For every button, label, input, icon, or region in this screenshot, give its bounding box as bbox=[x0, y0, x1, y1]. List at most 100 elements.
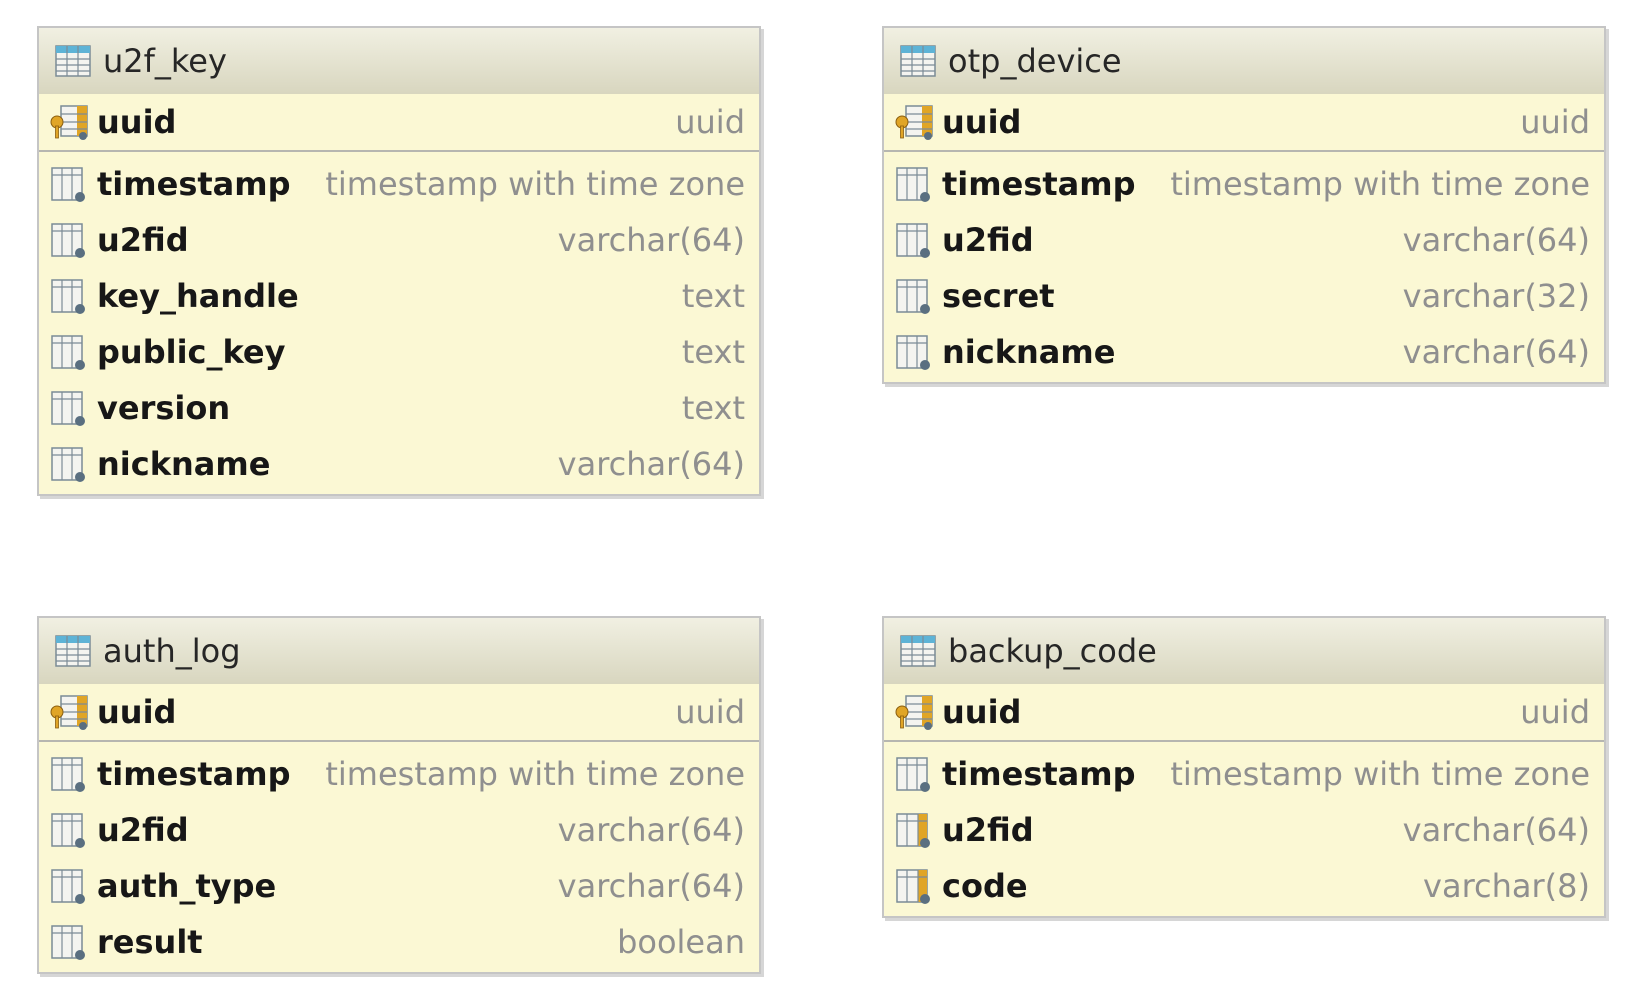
table-name: auth_log bbox=[103, 632, 241, 670]
primary-key-icon bbox=[895, 105, 933, 140]
column-name: result bbox=[97, 923, 203, 961]
pk-name: uuid bbox=[97, 693, 177, 731]
column-type: text bbox=[681, 389, 745, 427]
table-u2f-key[interactable]: u2f_key uuid uuid timestamp timestamp wi… bbox=[37, 26, 761, 496]
table-name: backup_code bbox=[948, 632, 1157, 670]
pk-row[interactable]: uuid uuid bbox=[39, 94, 759, 152]
column-type: boolean bbox=[617, 923, 745, 961]
column-type: varchar(64) bbox=[1402, 811, 1590, 849]
column-icon bbox=[896, 757, 930, 792]
pk-type: uuid bbox=[675, 103, 745, 141]
column-row[interactable]: version text bbox=[39, 380, 759, 436]
column-row[interactable]: u2fid varchar(64) bbox=[39, 212, 759, 268]
column-icon bbox=[51, 167, 85, 202]
column-icon bbox=[51, 223, 85, 258]
column-type: varchar(64) bbox=[1402, 221, 1590, 259]
column-row[interactable]: public_key text bbox=[39, 324, 759, 380]
primary-key-icon bbox=[50, 695, 88, 730]
column-type: varchar(64) bbox=[557, 221, 745, 259]
column-icon bbox=[51, 925, 85, 960]
column-type: varchar(64) bbox=[557, 445, 745, 483]
column-type: text bbox=[681, 277, 745, 315]
pk-row[interactable]: uuid uuid bbox=[39, 684, 759, 742]
column-row[interactable]: result boolean bbox=[39, 914, 759, 970]
column-row[interactable]: code varchar(8) bbox=[884, 858, 1604, 914]
column-type: varchar(64) bbox=[557, 811, 745, 849]
column-row[interactable]: nickname varchar(64) bbox=[884, 324, 1604, 380]
column-name: auth_type bbox=[97, 867, 277, 905]
column-icon bbox=[51, 869, 85, 904]
pk-row[interactable]: uuid uuid bbox=[884, 684, 1604, 742]
column-name: public_key bbox=[97, 333, 286, 371]
column-icon bbox=[51, 447, 85, 482]
column-icon bbox=[51, 391, 85, 426]
column-icon bbox=[51, 757, 85, 792]
column-row[interactable]: timestamp timestamp with time zone bbox=[884, 746, 1604, 802]
column-row[interactable]: timestamp timestamp with time zone bbox=[884, 156, 1604, 212]
column-name: nickname bbox=[97, 445, 271, 483]
column-name: timestamp bbox=[942, 755, 1136, 793]
column-type: varchar(64) bbox=[557, 867, 745, 905]
column-name: u2fid bbox=[942, 221, 1034, 259]
column-name: code bbox=[942, 867, 1028, 905]
table-header[interactable]: auth_log bbox=[39, 618, 759, 684]
column-name: timestamp bbox=[942, 165, 1136, 203]
column-icon bbox=[896, 279, 930, 314]
column-name: timestamp bbox=[97, 755, 291, 793]
column-name: u2fid bbox=[97, 811, 189, 849]
primary-key-icon bbox=[895, 695, 933, 730]
column-type: varchar(32) bbox=[1402, 277, 1590, 315]
pk-name: uuid bbox=[97, 103, 177, 141]
table-header[interactable]: backup_code bbox=[884, 618, 1604, 684]
column-icon bbox=[896, 335, 930, 370]
column-name: nickname bbox=[942, 333, 1116, 371]
table-icon bbox=[55, 635, 91, 667]
column-row[interactable]: nickname varchar(64) bbox=[39, 436, 759, 492]
primary-key-icon bbox=[50, 105, 88, 140]
pk-name: uuid bbox=[942, 693, 1022, 731]
column-type: timestamp with time zone bbox=[1170, 755, 1590, 793]
column-icon bbox=[896, 223, 930, 258]
column-row[interactable]: u2fid varchar(64) bbox=[884, 802, 1604, 858]
column-type: timestamp with time zone bbox=[325, 165, 745, 203]
column-type: varchar(8) bbox=[1423, 867, 1590, 905]
column-name: timestamp bbox=[97, 165, 291, 203]
column-row[interactable]: u2fid varchar(64) bbox=[39, 802, 759, 858]
indexed-column-icon bbox=[896, 869, 930, 904]
column-name: version bbox=[97, 389, 231, 427]
column-row[interactable]: secret varchar(32) bbox=[884, 268, 1604, 324]
table-icon bbox=[900, 45, 936, 77]
pk-type: uuid bbox=[675, 693, 745, 731]
column-name: secret bbox=[942, 277, 1055, 315]
pk-row[interactable]: uuid uuid bbox=[884, 94, 1604, 152]
column-icon bbox=[51, 335, 85, 370]
table-header[interactable]: u2f_key bbox=[39, 28, 759, 94]
column-row[interactable]: u2fid varchar(64) bbox=[884, 212, 1604, 268]
table-name: otp_device bbox=[948, 42, 1122, 80]
column-name: u2fid bbox=[97, 221, 189, 259]
column-type: timestamp with time zone bbox=[325, 755, 745, 793]
indexed-column-icon bbox=[896, 813, 930, 848]
column-type: timestamp with time zone bbox=[1170, 165, 1590, 203]
column-type: text bbox=[681, 333, 745, 371]
table-icon bbox=[55, 45, 91, 77]
column-row[interactable]: timestamp timestamp with time zone bbox=[39, 746, 759, 802]
table-icon bbox=[900, 635, 936, 667]
column-icon bbox=[896, 167, 930, 202]
table-name: u2f_key bbox=[103, 42, 227, 80]
table-auth-log[interactable]: auth_log uuid uuid timestamp timestamp w… bbox=[37, 616, 761, 974]
pk-type: uuid bbox=[1520, 693, 1590, 731]
column-row[interactable]: auth_type varchar(64) bbox=[39, 858, 759, 914]
column-icon bbox=[51, 813, 85, 848]
pk-type: uuid bbox=[1520, 103, 1590, 141]
table-otp-device[interactable]: otp_device uuid uuid timestamp timestamp… bbox=[882, 26, 1606, 384]
table-header[interactable]: otp_device bbox=[884, 28, 1604, 94]
column-icon bbox=[51, 279, 85, 314]
pk-name: uuid bbox=[942, 103, 1022, 141]
column-row[interactable]: timestamp timestamp with time zone bbox=[39, 156, 759, 212]
column-type: varchar(64) bbox=[1402, 333, 1590, 371]
column-name: u2fid bbox=[942, 811, 1034, 849]
table-backup-code[interactable]: backup_code uuid uuid timestamp timestam… bbox=[882, 616, 1606, 918]
column-row[interactable]: key_handle text bbox=[39, 268, 759, 324]
column-name: key_handle bbox=[97, 277, 299, 315]
